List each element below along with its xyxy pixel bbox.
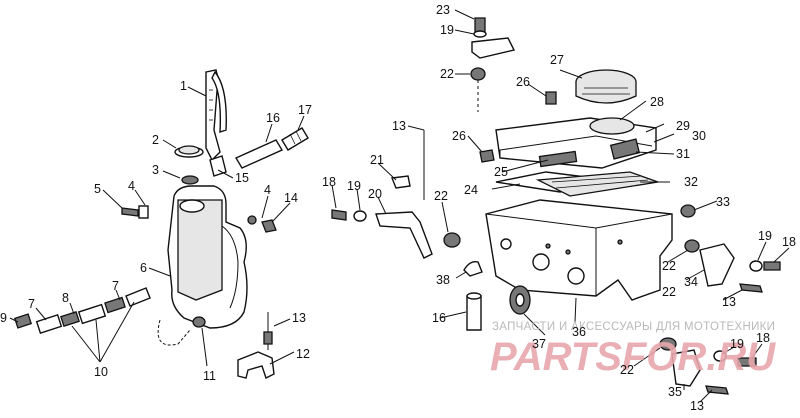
callout-8: 8 — [62, 291, 69, 305]
callout-16: 16 — [432, 311, 446, 325]
callout-19: 19 — [347, 179, 361, 193]
callout-18: 18 — [782, 235, 796, 249]
callout-15: 15 — [235, 171, 249, 185]
callout-28: 28 — [650, 95, 664, 109]
callout-26: 26 — [516, 75, 530, 89]
callout-19: 19 — [730, 337, 744, 351]
callout-13: 13 — [292, 311, 306, 325]
callout-4: 4 — [264, 183, 271, 197]
callout-31: 31 — [676, 147, 690, 161]
callout-19: 19 — [758, 229, 772, 243]
callout-20: 20 — [368, 187, 382, 201]
callout-2: 2 — [152, 133, 159, 147]
callout-22: 22 — [662, 259, 676, 273]
callout-13: 13 — [690, 399, 704, 413]
callout-3: 3 — [152, 163, 159, 177]
callout-37: 37 — [532, 337, 546, 351]
callout-33: 33 — [716, 195, 730, 209]
callout-24: 24 — [464, 183, 478, 197]
watermark-tagline: ЗАПЧАСТИ И АКСЕССУАРЫ ДЛЯ МОТОТЕХНИКИ — [492, 321, 775, 333]
callout-13: 13 — [392, 119, 406, 133]
watermark: ЗАПЧАСТИ И АКСЕССУАРЫ ДЛЯ МОТОТЕХНИКИ PA… — [490, 321, 776, 379]
callout-27: 27 — [550, 53, 564, 67]
callout-30: 30 — [692, 129, 706, 143]
callout-13: 13 — [722, 295, 736, 309]
callout-4: 4 — [128, 179, 135, 193]
callout-26: 26 — [452, 129, 466, 143]
callout-1: 1 — [180, 79, 187, 93]
callout-9: 9 — [0, 311, 7, 325]
leader-lines-right — [331, 9, 790, 403]
callout-23: 23 — [436, 3, 450, 17]
callout-21: 21 — [370, 153, 384, 167]
callout-labels: 1 2 3 4 4 5 6 7 7 8 9 10 11 12 13 13 13 … — [0, 3, 796, 413]
callout-18: 18 — [756, 331, 770, 345]
callout-29: 29 — [676, 119, 690, 133]
air-box-assembly — [331, 17, 781, 395]
oil-tank-assembly — [13, 69, 309, 379]
callout-7: 7 — [28, 297, 35, 311]
callout-22: 22 — [662, 285, 676, 299]
callout-16: 16 — [266, 111, 280, 125]
callout-6: 6 — [140, 261, 147, 275]
callout-5: 5 — [94, 182, 101, 196]
callout-22: 22 — [620, 363, 634, 377]
callout-25: 25 — [494, 165, 508, 179]
callout-35: 35 — [668, 385, 682, 399]
watermark-brand: PARTSFOR.RU — [490, 335, 776, 379]
callout-7: 7 — [112, 279, 119, 293]
callout-10: 10 — [94, 365, 108, 379]
callout-32: 32 — [684, 175, 698, 189]
callout-18: 18 — [322, 175, 336, 189]
leader-lines-left — [9, 86, 305, 367]
callout-14: 14 — [284, 191, 298, 205]
callout-22: 22 — [434, 189, 448, 203]
callout-36: 36 — [572, 325, 586, 339]
callout-22: 22 — [440, 67, 454, 81]
callout-34: 34 — [684, 275, 698, 289]
callout-11: 11 — [203, 369, 216, 383]
callout-12: 12 — [296, 347, 310, 361]
callout-17: 17 — [298, 103, 312, 117]
callout-19: 19 — [440, 23, 454, 37]
callout-38: 38 — [436, 273, 450, 287]
